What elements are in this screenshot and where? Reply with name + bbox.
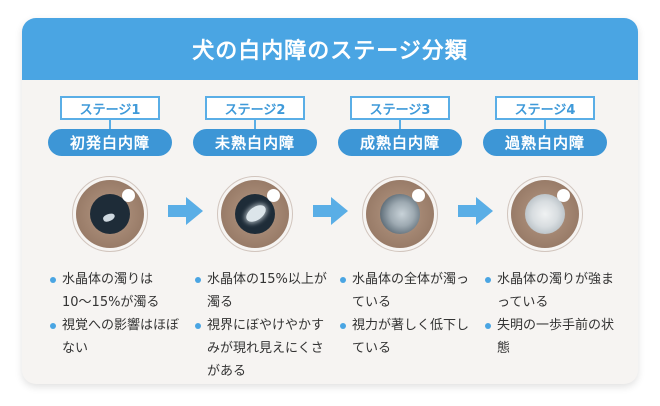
stage-label: ステージ2 [205,96,305,120]
eye-illustration-stage-1 [72,176,148,252]
pupil [90,194,130,234]
arrow-right-icon [168,197,203,225]
arrow-right-icon [313,197,348,225]
stage-name-badge: 初発白内障 [48,129,172,156]
connector-line [399,120,401,130]
pupil [380,194,420,234]
list-item: 水晶体の濁りは10〜15%が濁る [50,268,182,314]
stage-3-column: ステージ3 成熟白内障 水晶体の全体が濁っている 視力が著しく低下している [332,96,469,376]
eye-highlight [557,189,570,202]
eye-illustration-stage-3 [362,176,438,252]
stage-label: ステージ1 [60,96,160,120]
stage-name-badge: 未熟白内障 [193,129,317,156]
arrow-right-icon [458,197,493,225]
eye-highlight [122,189,135,202]
stage-2-description: 水晶体の15%以上が濁る 視界にぼやけやかすみが現れ見えにくさがある [195,268,327,383]
list-item: 水晶体の全体が濁っている [340,268,472,314]
stage-1-column: ステージ1 初発白内障 水晶体の濁りは10〜15%が濁る 視覚への影響はほぼない [42,96,179,376]
stage-3-description: 水晶体の全体が濁っている 視力が著しく低下している [340,268,472,360]
list-item: 視覚への影響はほぼない [50,314,182,360]
stage-1-description: 水晶体の濁りは10〜15%が濁る 視覚への影響はほぼない [50,268,182,360]
header-banner: 犬の白内障のステージ分類 [22,18,638,80]
lens-opacity [102,211,116,224]
list-item: 視界にぼやけやかすみが現れ見えにくさがある [195,314,327,383]
list-item: 失明の一歩手前の状態 [485,314,617,360]
list-item: 視力が著しく低下している [340,314,472,360]
stage-label: ステージ4 [495,96,595,120]
eye-highlight [267,189,280,202]
eye-highlight [412,189,425,202]
eye-illustration-stage-2 [217,176,293,252]
pupil [235,194,275,234]
pupil [525,194,565,234]
list-item: 水晶体の15%以上が濁る [195,268,327,314]
connector-line [254,120,256,130]
eye-illustration-stage-4 [507,176,583,252]
connector-line [109,120,111,130]
stage-label: ステージ3 [350,96,450,120]
cataract-stage-card: 犬の白内障のステージ分類 ステージ1 初発白内障 水晶体の濁りは10〜15%が濁… [22,18,638,384]
stage-name-badge: 成熟白内障 [338,129,462,156]
stage-4-column: ステージ4 過熟白内障 水晶体の濁りが強まっている 失明の一歩手前の状態 [477,96,614,376]
connector-line [544,120,546,130]
stage-4-description: 水晶体の濁りが強まっている 失明の一歩手前の状態 [485,268,617,360]
stage-2-column: ステージ2 未熟白内障 水晶体の15%以上が濁る 視界にぼやけやかすみが現れ見え… [187,96,327,379]
stage-name-badge: 過熟白内障 [483,129,607,156]
page-title: 犬の白内障のステージ分類 [192,39,468,64]
lens-opacity [243,201,269,226]
list-item: 水晶体の濁りが強まっている [485,268,617,314]
